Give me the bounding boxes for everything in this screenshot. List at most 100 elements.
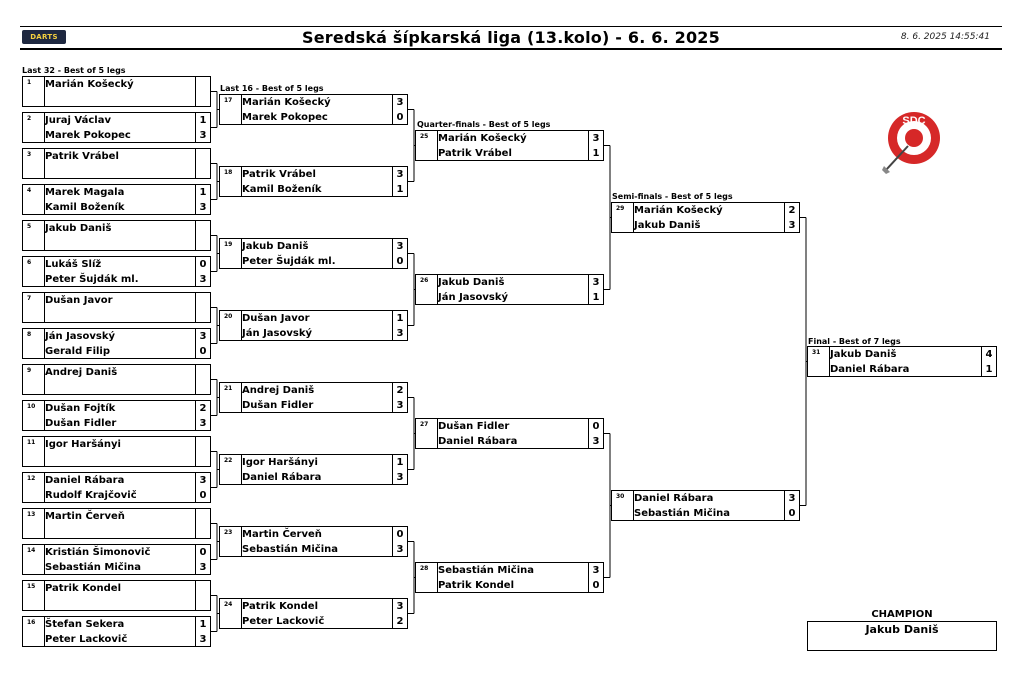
player-score: 0: [195, 344, 210, 359]
match-number: 10: [27, 403, 36, 410]
match-number: 17: [224, 97, 233, 104]
match-number-cell: [220, 599, 242, 628]
player-score: [195, 236, 210, 251]
match-number: 7: [27, 295, 32, 302]
player-score: 0: [588, 578, 603, 593]
player-score: 1: [195, 617, 210, 632]
match-number-cell: [612, 203, 634, 232]
player-name: Dušan Javor: [242, 313, 310, 324]
player-score: 3: [392, 95, 407, 110]
match-number-cell: [220, 527, 242, 556]
match-number-cell: [220, 95, 242, 124]
match-number-cell: [23, 545, 45, 574]
player-name: Peter Šujdák ml.: [242, 256, 336, 267]
match-number-cell: [23, 329, 45, 358]
match-number: 31: [812, 349, 821, 356]
player-score: 2: [784, 203, 799, 218]
sdc-club-logo: SDC: [882, 112, 940, 174]
player-score: 3: [392, 599, 407, 614]
player-name: Ján Jasovský: [242, 328, 312, 339]
champion-name: Jakub Daniš: [865, 623, 939, 636]
player-name: Marek Pokopec: [45, 130, 131, 141]
match-number-cell: [23, 509, 45, 538]
player-name: Sebastián Mičina: [242, 544, 339, 555]
player-name: Marián Košecký: [45, 79, 134, 90]
match-number: 22: [224, 457, 233, 464]
match-number: 27: [420, 421, 429, 428]
player-score: 0: [195, 545, 210, 560]
match-number-cell: [808, 347, 830, 376]
player-score: 3: [195, 473, 210, 488]
player-score: 3: [588, 563, 603, 578]
player-name: Dušan Javor: [45, 295, 113, 306]
player-name: Kamil Boženík: [45, 202, 125, 213]
player-score: [195, 365, 210, 380]
champion-label: CHAMPION: [871, 609, 933, 620]
player-name: Jakub Daniš: [634, 220, 701, 231]
player-name: Dušan Fojtík: [45, 403, 116, 414]
match-number: 14: [27, 547, 36, 554]
player-name: Daniel Rábara: [45, 475, 125, 486]
player-score: 2: [392, 383, 407, 398]
player-score: [195, 308, 210, 323]
match-number: 20: [224, 313, 233, 320]
player-score: 1: [392, 182, 407, 197]
match-number: 16: [27, 619, 36, 626]
player-name: Daniel Rábara: [438, 436, 518, 447]
player-score: 3: [392, 326, 407, 341]
match-number: 29: [616, 205, 625, 212]
player-name: Igor Haršányi: [242, 457, 318, 468]
match-number: 28: [420, 565, 429, 572]
player-name: Jakub Daniš: [45, 223, 112, 234]
player-score: [195, 77, 210, 92]
player-score: 4: [981, 347, 996, 362]
match-number: 8: [27, 331, 32, 338]
match-number-cell: [23, 617, 45, 646]
player-score: 1: [588, 146, 603, 161]
player-name: Dušan Fidler: [45, 418, 117, 429]
match-number-cell: [23, 77, 45, 106]
match-number-cell: [220, 455, 242, 484]
player-name: Patrik Vrábel: [438, 148, 512, 159]
player-score: 0: [195, 488, 210, 503]
match-number-cell: [416, 563, 438, 592]
player-score: [195, 509, 210, 524]
match-number: 19: [224, 241, 233, 248]
player-name: Marek Magala: [45, 187, 125, 198]
player-score: 3: [588, 131, 603, 146]
match-number: 23: [224, 529, 233, 536]
player-name: Sebastián Mičina: [45, 562, 142, 573]
match-number-cell: [23, 473, 45, 502]
player-score: 3: [195, 128, 210, 143]
match-number-cell: [23, 185, 45, 214]
player-score: [195, 452, 210, 467]
player-name: Marián Košecký: [242, 97, 331, 108]
player-score: 0: [784, 506, 799, 521]
player-score: [195, 221, 210, 236]
match-number-cell: [23, 113, 45, 142]
player-score: 3: [392, 542, 407, 557]
match-number: 18: [224, 169, 233, 176]
player-name: Kamil Boženík: [242, 184, 322, 195]
player-score: 3: [392, 167, 407, 182]
player-name: Patrik Kondel: [45, 583, 122, 594]
player-name: Sebastián Mičina: [634, 508, 731, 519]
match-number-cell: [23, 437, 45, 466]
player-name: Patrik Kondel: [242, 601, 319, 612]
match-number-cell: [23, 365, 45, 394]
